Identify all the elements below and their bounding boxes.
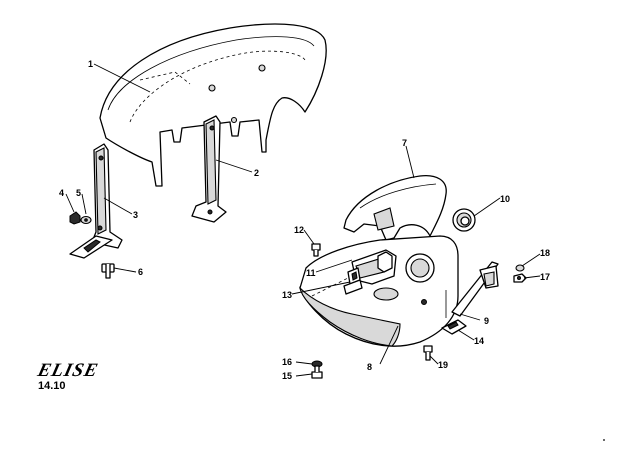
callout-15: 15: [282, 371, 292, 381]
part-upper-shroud: [99, 23, 327, 187]
part-upper-column-shroud: [343, 174, 447, 241]
callout-6: 6: [138, 267, 143, 277]
callout-2: 2: [254, 168, 259, 178]
callout-12: 12: [294, 225, 304, 235]
part-grommet-ring: [452, 208, 476, 232]
part-screw-19: [423, 345, 433, 361]
part-clip-13: [343, 279, 363, 295]
callout-3: 3: [133, 210, 138, 220]
leader-lines: [65, 63, 541, 377]
part-clip-bolt: [69, 235, 115, 279]
callout-labels: 1 2 3 4 5 6 7 8 9 10 11 12 13 14 15 16 1…: [59, 59, 550, 381]
callout-16: 16: [282, 357, 292, 367]
callout-1: 1: [88, 59, 93, 69]
callout-5: 5: [76, 188, 81, 198]
callout-18: 18: [540, 248, 550, 258]
callout-19: 19: [438, 360, 448, 370]
speck-mark: [603, 439, 605, 441]
part-nut-washer: [69, 211, 92, 225]
part-screw-12: [311, 243, 321, 257]
part-screw-15-washer-16: [311, 360, 323, 379]
part-plate-14: [441, 319, 467, 335]
callout-11: 11: [306, 268, 316, 278]
callout-4: 4: [59, 188, 64, 198]
callout-13: 13: [282, 290, 292, 300]
callout-10: 10: [500, 194, 510, 204]
callout-17: 17: [540, 272, 550, 282]
page-reference: 14.10: [38, 380, 66, 392]
callout-14: 14: [474, 336, 484, 346]
callout-7: 7: [402, 138, 407, 148]
part-bracket-strap: [451, 261, 499, 317]
callout-8: 8: [367, 362, 372, 372]
part-right-bracket: [191, 115, 227, 223]
part-nut-18-screw-17: [513, 264, 527, 283]
part-lower-column-shroud: [299, 235, 459, 347]
part-left-bracket: [91, 143, 123, 249]
callout-9: 9: [484, 316, 489, 326]
brand-logo: ELISE: [35, 360, 101, 381]
